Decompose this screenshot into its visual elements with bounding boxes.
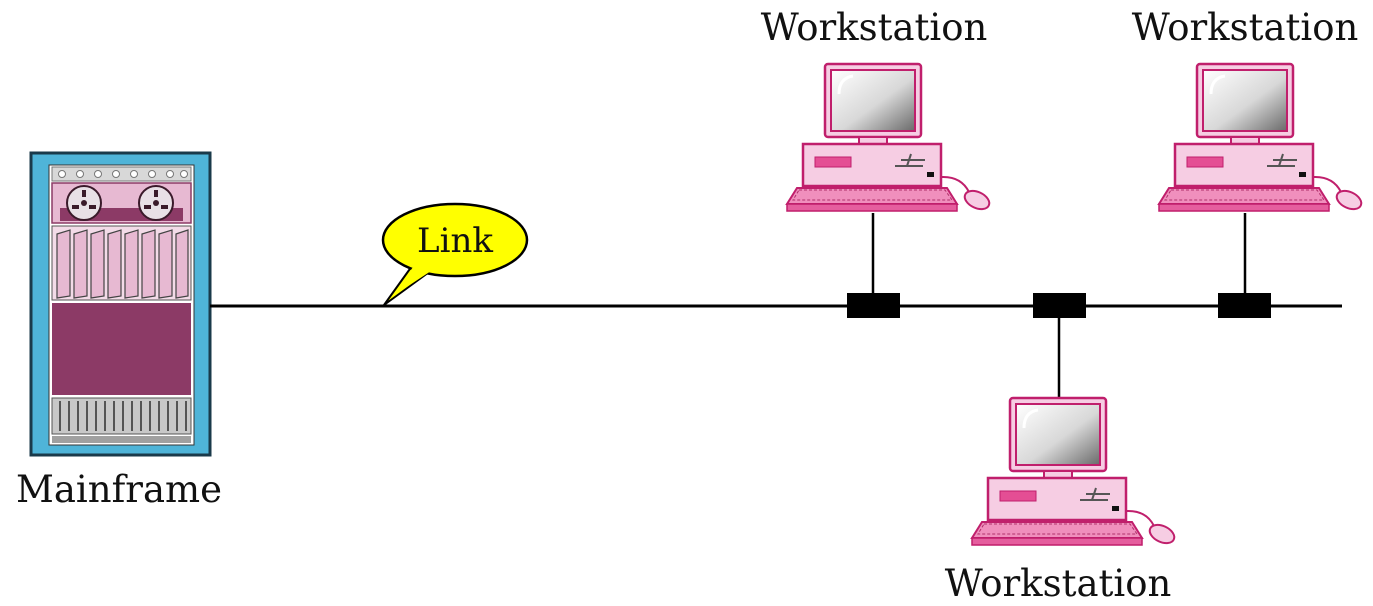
workstation-icon	[1157, 62, 1366, 215]
link-label: Link	[417, 221, 493, 261]
workstation-label-3: Workstation	[945, 562, 1172, 605]
link-callout	[381, 202, 529, 306]
mainframe-icon	[29, 151, 212, 457]
workstation-icon	[785, 62, 994, 215]
workstation-icon	[970, 396, 1179, 549]
workstation-label-1: Workstation	[761, 6, 988, 49]
tap-connector-2	[1033, 293, 1086, 318]
mainframe-label: Mainframe	[16, 468, 222, 511]
tap-connector-1	[847, 293, 900, 318]
workstation-label-2: Workstation	[1132, 6, 1359, 49]
tap-connector-3	[1218, 293, 1271, 318]
